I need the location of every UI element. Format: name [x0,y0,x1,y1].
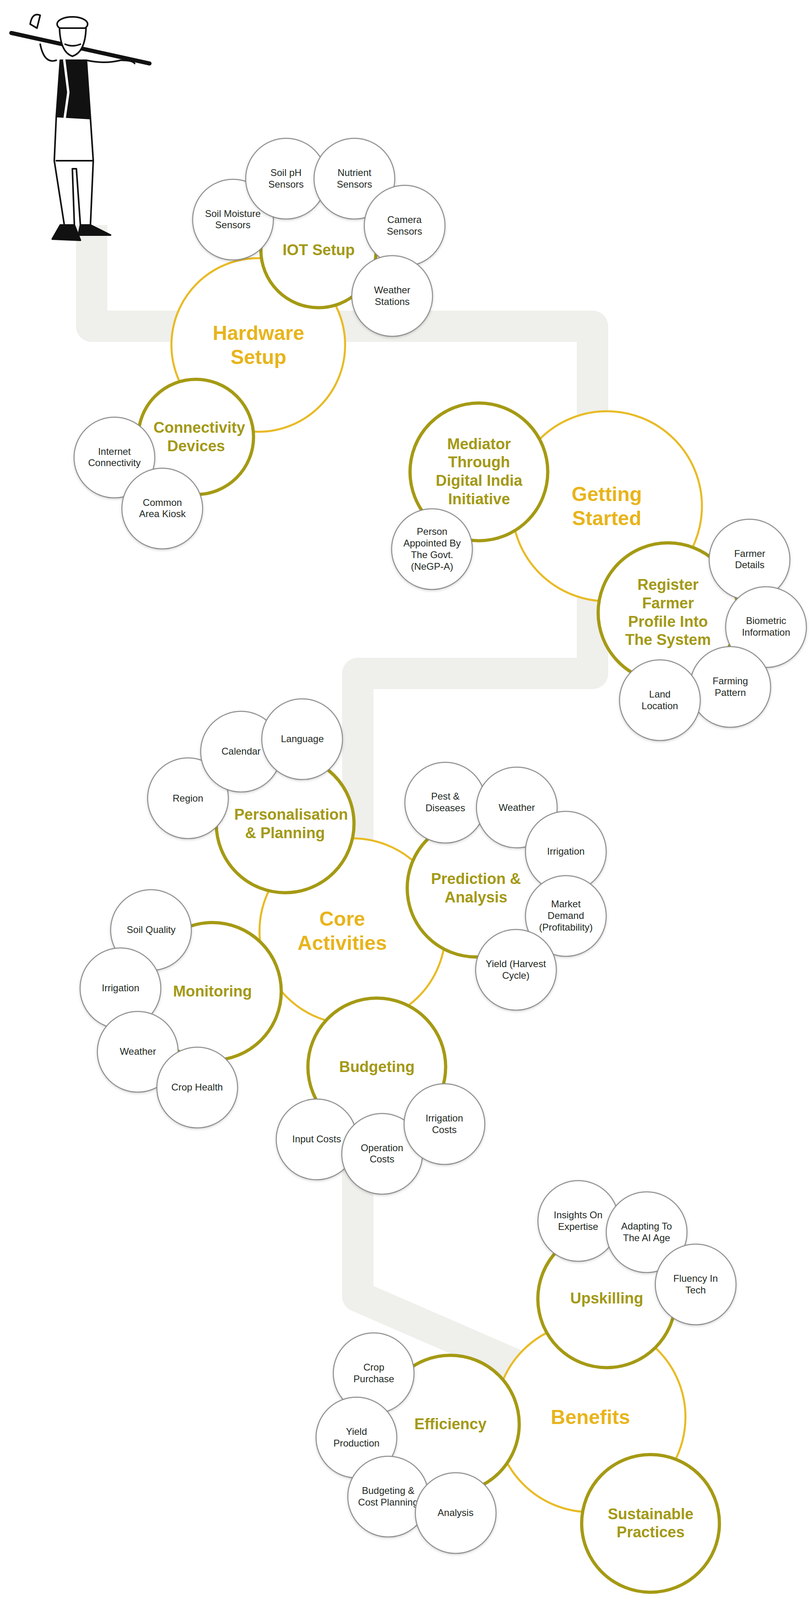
node-title: Mediator Through Digital India Initiativ… [428,435,530,509]
leaf-circle: Fluency In Tech [654,1244,737,1326]
item-label: Insights On Expertise [547,1209,609,1234]
item-label: Region [172,793,203,805]
item-label: Fluency In Tech [665,1273,726,1297]
item-label: Weather Stations [362,284,423,308]
item-label: Nutrient Sensors [324,167,385,191]
item-label: Budgeting & Cost Planning [357,1485,419,1510]
item-label: Adapting To The AI Age [616,1221,677,1245]
leaf-circle: Language [261,698,343,781]
item-label: Common Area Kiosk [132,497,193,521]
node-title: Personalisation & Planning [234,805,336,843]
circle-outline [580,1453,722,1595]
item-label: Analysis [437,1507,474,1520]
item-label: Soil pH Sensors [255,167,316,191]
sub-circle: Sustainable Practices [580,1453,722,1595]
item-label: Camera Sensors [374,214,435,238]
node-title: Efficiency [414,1415,487,1435]
item-label: Irrigation [547,846,585,858]
node-title: Budgeting [339,1058,415,1077]
node-title: Connectivity Devices [153,418,239,456]
item-label: Market Demand (Profitability) [535,898,596,934]
item-label: Operation Costs [351,1142,413,1167]
farmer-illustration [0,0,161,250]
node-title: IOT Setup [282,241,355,260]
item-label: Land Location [629,688,690,713]
item-label: Crop Purchase [343,1362,404,1386]
node-title: Prediction & Analysis [425,870,527,907]
leaf-circle: Irrigation Costs [403,1083,486,1166]
node-title: Sustainable Practices [599,1505,702,1543]
item-label: Pest & Diseases [415,791,476,815]
node-title: Getting Started [537,482,676,531]
item-label: Weather [498,802,536,815]
item-label: Language [280,733,324,746]
item-label: Crop Health [171,1082,223,1094]
leaf-circle: Analysis [414,1472,497,1555]
item-label: Soil Moisture Sensors [202,208,263,232]
item-label: Internet Connectivity [84,446,145,470]
item-label: Weather [119,1046,156,1059]
leaf-circle: Common Area Kiosk [121,467,203,550]
node-title: Benefits [550,1405,630,1430]
item-label: Calendar [221,746,261,758]
node-title: Upskilling [570,1289,644,1309]
leaf-circle: Pest & Diseases [404,762,486,844]
journey-path [91,225,593,1367]
item-label: Biometric Information [736,615,797,639]
node-title: Core Activities [274,907,411,956]
item-label: Irrigation [101,982,140,995]
leaf-circle: Farming Pattern [689,646,771,728]
leaf-circle: Yield (Harvest Cycle) [475,929,557,1011]
leaf-circle: Land Location [619,659,701,742]
leaf-circle: Weather Stations [351,255,433,337]
leaf-circle: Camera Sensors [363,184,446,267]
leaf-circle: Person Appointed By The Govt. (NeGP-A) [391,508,473,591]
item-label: Farmer Details [719,548,780,572]
item-label: Person Appointed By The Govt. (NeGP-A) [401,526,463,573]
item-label: Input Costs [292,1133,341,1146]
item-label: Farming Pattern [700,675,761,700]
leaf-circle: Crop Health [156,1047,238,1129]
leaf-circle: Insights On Expertise [537,1180,620,1263]
node-title: Monitoring [172,982,252,1002]
item-label: Irrigation Costs [414,1113,475,1137]
node-title: Register Farmer Profile Into The System [616,576,720,650]
item-label: Soil Quality [126,924,176,937]
node-title: Hardware Setup [195,321,322,370]
item-label: Yield Production [326,1426,387,1450]
item-label: Yield (Harvest Cycle) [485,958,546,983]
